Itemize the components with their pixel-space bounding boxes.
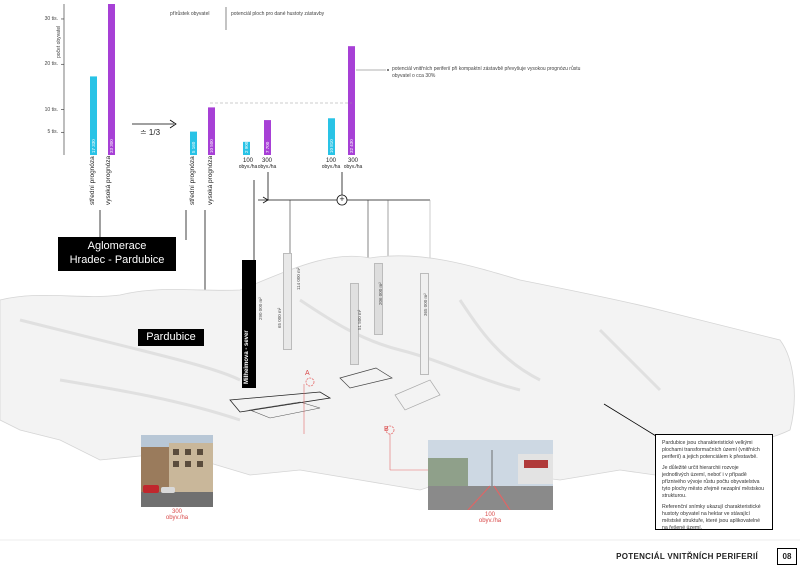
- bar-value-label: 10 500: [209, 139, 214, 153]
- description-p1: Pardubice jsou charakteristické velkými …: [662, 440, 760, 461]
- bar-value-label: 32 430: [349, 139, 354, 153]
- photo-300-density: [141, 435, 213, 507]
- pillar-4: [350, 283, 359, 365]
- pillar-6: [420, 273, 429, 375]
- photo-300-caption-unit: obyv./ha: [165, 515, 189, 521]
- density-b-100-unit: obyv./ha: [321, 164, 341, 170]
- density-b-100-value: 100: [325, 158, 336, 164]
- y-tick-label: 20 tis.: [44, 61, 58, 68]
- pillar-milheimova: [242, 260, 256, 388]
- area-5: 206 000 m²: [378, 282, 383, 305]
- area-6: 365 000 m²: [423, 293, 428, 316]
- footer-title: POTENCIÁL VNITŘNÍCH PERIFERIÍ: [616, 552, 758, 561]
- bar-aglomerace-purple: [108, 4, 115, 155]
- aglomerace-line1: Aglomerace: [87, 240, 147, 252]
- photo-100-caption-value: 100: [484, 512, 495, 518]
- area-4: 51 500 m²: [357, 309, 362, 330]
- bar-b-purple: [348, 46, 355, 155]
- density-a-300-unit: obyv./ha: [257, 164, 277, 170]
- photo-300-illustration: [141, 435, 213, 507]
- description-leader: [603, 403, 657, 437]
- pillar-5: [374, 263, 383, 335]
- bar-pardubice-cyan: [190, 131, 197, 155]
- site-shape-milheimova: [229, 391, 332, 413]
- aglomerace-box: Aglomerace Hradec - Pardubice: [58, 237, 176, 271]
- bar-pardubice-purple: [208, 107, 215, 155]
- density-a-100-unit: obyv./ha: [238, 164, 258, 170]
- map-streets: [19, 298, 662, 422]
- marker-a-label: A: [305, 370, 310, 377]
- bar-value-label: 17 330: [91, 139, 96, 153]
- density-a-100: 100 obyv./ha: [238, 158, 258, 170]
- bar-value-label: 7 700: [265, 141, 270, 153]
- photo-300-caption-value: 300: [171, 509, 182, 515]
- area-3: 114 000 m²: [296, 267, 301, 290]
- area-2: 65 000 m²: [277, 307, 282, 328]
- annotation-dot: [387, 69, 389, 71]
- milheimova-label: Milheimova - sever: [244, 330, 250, 384]
- aglomerace-line2: Hradec - Pardubice: [69, 254, 165, 266]
- ratio-label: ≐ 1/3: [140, 128, 161, 137]
- photo-100-density: [428, 440, 553, 510]
- y-tick-label: 30 tis.: [44, 15, 58, 22]
- label-sredni-pardubice: střední prognóza: [189, 156, 196, 205]
- bar-value-label: 2 900: [244, 141, 249, 153]
- site-shape-1: [248, 401, 321, 419]
- density-a-300: 300 obyv./ha: [257, 158, 277, 170]
- marker-b-label: B: [384, 426, 389, 433]
- label-sredni-aglomerace: střední prognóza: [89, 156, 96, 205]
- description-p2: Je důležité určit hierarchii rozvoje jed…: [662, 465, 765, 500]
- area-1: 290 000 m²: [258, 297, 263, 320]
- photo-100-illustration: [428, 440, 553, 510]
- y-axis-label: počet obyvatel: [56, 25, 62, 58]
- site-shape-3: [394, 379, 441, 411]
- density-a-300-value: 300: [261, 158, 272, 164]
- legend-growth: přírůstek obyvatel: [170, 11, 210, 17]
- photo-100-caption: 100 obyv./ha: [460, 512, 520, 524]
- description-box: Pardubice jsou charakteristické velkými …: [655, 434, 773, 532]
- bar-a-purple: [264, 120, 271, 155]
- connector-arrow: [262, 196, 269, 204]
- bar-value-label: 5 160: [191, 141, 196, 153]
- density-b-300-unit: obyv./ha: [343, 164, 363, 170]
- y-tick-label: 10 tis.: [44, 106, 58, 113]
- bar-a-cyan: [243, 141, 250, 155]
- y-tick-label: 5 tis.: [47, 129, 58, 136]
- page-number: 08: [777, 548, 797, 565]
- bar-b-cyan: [328, 118, 335, 155]
- legend-potential: potenciál ploch pro dané hustoty zástavb…: [231, 11, 325, 17]
- label-vysoka-pardubice: vysoká prognóza: [207, 155, 214, 205]
- density-b-300: 300 obyv./ha: [343, 158, 363, 170]
- photo-300-caption: 300 obyv./ha: [147, 509, 207, 521]
- bar-value-label: 33 300: [109, 139, 114, 153]
- density-a-100-value: 100: [242, 158, 253, 164]
- bar-value-label: 10 810: [329, 139, 334, 153]
- description-p3: Referenční snímky ukazují charakteristic…: [662, 504, 761, 532]
- pardubice-box: Pardubice: [138, 329, 204, 346]
- label-vysoka-aglomerace: vysoká prognóza: [105, 155, 112, 205]
- density-b-300-value: 300: [347, 158, 358, 164]
- plus-circle: [336, 194, 348, 206]
- bar-aglomerace-cyan: [90, 76, 97, 155]
- density-b-100: 100 obyv./ha: [321, 158, 341, 170]
- pillar-2: [283, 253, 292, 350]
- photo-100-caption-unit: obyv./ha: [478, 518, 502, 524]
- ratio-arrow-head: [169, 119, 177, 129]
- plus-sign: +: [339, 194, 345, 204]
- site-shape-2: [339, 367, 393, 389]
- marker-a-circle: [305, 377, 315, 387]
- annotation-text: potenciál vnitřních periferií při kompak…: [392, 66, 581, 79]
